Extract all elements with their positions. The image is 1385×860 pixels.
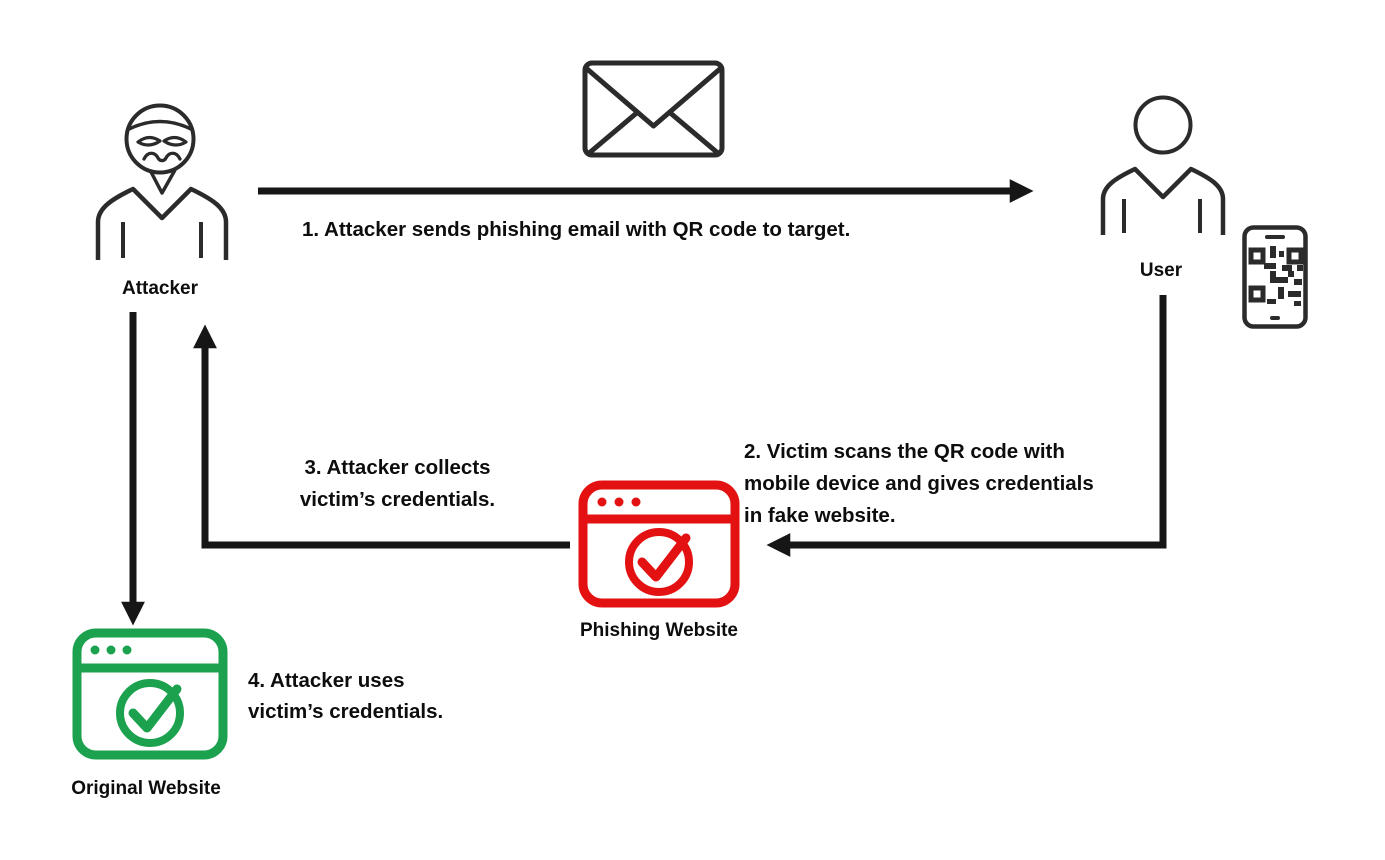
attacker-body (95, 186, 229, 260)
envelope-bottom-folds (586, 109, 721, 156)
browser-dot (106, 645, 116, 655)
step3-caption: 3. Attacker collects victim’s credential… (275, 452, 520, 516)
step3-line: victim’s credentials. (299, 488, 496, 511)
original-website-label: Original Website (71, 778, 221, 799)
attacker-mask-right-eye (162, 135, 188, 147)
step4-caption: 4. Attacker uses victim’s credentials. (248, 665, 443, 727)
phishing-website-label: Phishing Website (579, 620, 738, 641)
envelope-flap (584, 66, 723, 129)
step2-line: 2. Victim scans the QR code with (744, 440, 1065, 463)
step2-line: in fake website. (744, 504, 896, 527)
browser-dot (614, 497, 624, 507)
browser-dot (90, 645, 100, 655)
attacker-mask-left-eye (136, 135, 162, 147)
browser-dot (122, 645, 132, 655)
checkmark-icon (128, 684, 182, 733)
attacker-label: Attacker (121, 278, 199, 299)
step1-caption: 1. Attacker sends phishing email with QR… (302, 214, 850, 246)
arrow-step3-phishing-website-to-attacker (193, 324, 570, 549)
user-shirt-lines (1122, 199, 1202, 233)
step4-line: victim’s credentials. (248, 700, 444, 723)
smartphone-qr-icon (1242, 225, 1308, 329)
user-icon (1100, 95, 1226, 235)
check-circle (116, 679, 184, 747)
checkmark-icon (637, 533, 691, 582)
step3-line: 3. Attacker collects (304, 456, 491, 479)
user-body (1100, 166, 1226, 235)
browser-dot (597, 497, 607, 507)
check-circle (625, 528, 693, 596)
attacker-mustache (142, 151, 182, 163)
browser-dot (631, 497, 641, 507)
user-label: User (1139, 260, 1183, 281)
step2-line: mobile device and gives credentials (744, 472, 1094, 495)
masked-attacker-icon (95, 103, 229, 260)
step1-line: 1. Attacker sends phishing email with QR… (302, 218, 851, 241)
phishing-browser-icon (578, 480, 740, 608)
attacker-headband (127, 119, 193, 131)
user-head (1133, 95, 1193, 155)
step2-caption: 2. Victim scans the QR code with mobile … (744, 436, 1154, 532)
qr-code-icon (1248, 246, 1304, 306)
attacker-shirt-lines (121, 222, 203, 258)
attacker-goatee (148, 169, 177, 195)
envelope-icon (582, 60, 725, 158)
arrow-step2-user-to-phishing-website (766, 295, 1167, 557)
step4-line: 4. Attacker uses (248, 669, 405, 692)
original-browser-icon (72, 628, 228, 760)
